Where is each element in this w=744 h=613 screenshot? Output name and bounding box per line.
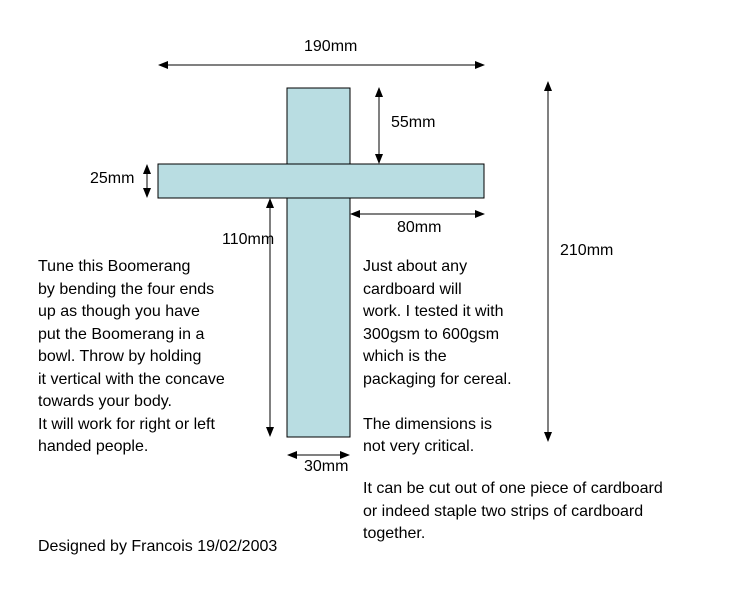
overall-height-label: 210mm xyxy=(560,242,614,259)
cross-horizontal-strip xyxy=(157,163,485,199)
cutting-note: It can be cut out of one piece of cardbo… xyxy=(363,480,663,542)
lower-length-label: 110mm xyxy=(222,231,275,248)
arm-length-label: 80mm xyxy=(397,219,442,236)
top-length-label: 55mm xyxy=(391,114,436,131)
material-note: Just about any cardboard will work. I te… xyxy=(363,258,512,455)
stem-width-label: 30mm xyxy=(304,458,349,475)
designer-credit: Designed by Francois 19/02/2003 xyxy=(38,538,278,555)
overall-width-label: 190mm xyxy=(304,38,358,55)
tuning-note: Tune this Boomerang by bending the four … xyxy=(38,258,225,455)
cross-vertical-strip xyxy=(286,87,351,438)
arm-height-label: 25mm xyxy=(90,170,135,187)
